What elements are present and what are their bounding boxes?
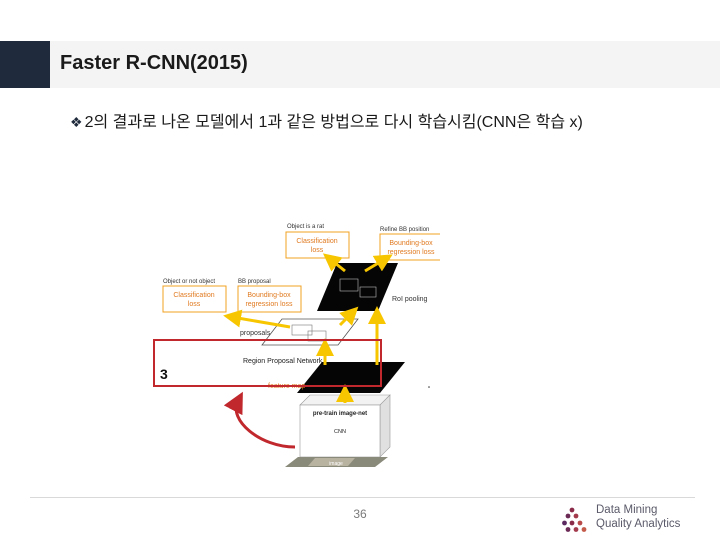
logo-text-line1: Data Mining [596, 504, 658, 516]
bullet-point: ❖2의 결과로 나온 모델에서 1과 같은 방법으로 다시 학습시킴(CNN은 … [70, 108, 583, 132]
logo-dot-8 [573, 527, 579, 532]
arrow-up-proposals-classification [223, 309, 291, 329]
page-number: 36 [353, 507, 367, 521]
logo-dot-9 [581, 527, 587, 532]
footer-divider [30, 497, 695, 498]
top-right-box-line1: Bounding-box [389, 240, 433, 247]
cnn-box-front [299, 404, 381, 458]
mid-bbox-regression-box [237, 285, 302, 313]
logo-dot-2 [565, 513, 571, 519]
logo-text-line2: Quality Analytics [596, 518, 681, 530]
top-right-box-line2: regression loss [387, 249, 435, 256]
top-left-box-line1: Classification [296, 238, 337, 245]
proposals-label: proposals [240, 330, 271, 337]
logo-dot-6 [577, 520, 583, 526]
mid-right-box-line2: regression loss [245, 301, 293, 308]
mid-classification-loss-box [162, 285, 227, 313]
proposal-box-1 [291, 324, 313, 336]
arrow-up-roi-regression [364, 254, 393, 273]
roi-inner-box-2 [359, 286, 377, 298]
logo-dot-5 [569, 520, 575, 526]
dmqa-logo-icon [562, 507, 587, 532]
pretrain-label: pre-train image-net [313, 411, 367, 417]
logo-dot-1 [569, 507, 575, 513]
slide-title: Faster R-CNN(2015) [60, 52, 248, 74]
title-bar [0, 41, 720, 88]
top-classification-loss-box [285, 231, 350, 259]
title-accent-block [0, 41, 50, 88]
step-number: 3 [160, 366, 168, 382]
top-right-caption: Refine BB position [380, 227, 429, 233]
arrow-up-roi-classification [322, 253, 346, 273]
mid-right-caption: BB proposal [238, 279, 271, 285]
logo-dot-4 [562, 520, 567, 526]
highlight-box [153, 339, 382, 387]
roi-pooling-slab [317, 263, 398, 311]
mid-left-box-line2: loss [188, 301, 201, 308]
faster-rcnn-diagram: Object is a rat Refine BB position Class… [162, 224, 440, 467]
top-left-box-line2: loss [311, 247, 324, 254]
top-left-caption: Object is a rat [287, 224, 324, 230]
mid-left-caption: Object or not object [163, 279, 215, 285]
cnn-box-side [379, 394, 391, 458]
cnn-label: CNN [334, 429, 346, 435]
diamond-bullet-icon: ❖ [70, 114, 83, 130]
image-label: image [329, 461, 343, 467]
arrow-up-proposals-regression [338, 306, 359, 327]
top-bbox-regression-box [379, 233, 440, 261]
bullet-text: 2의 결과로 나온 모델에서 1과 같은 방법으로 다시 학습시킴(CNN은 학… [84, 114, 583, 131]
mid-right-box-line1: Bounding-box [247, 292, 291, 299]
roi-inner-box-1 [339, 278, 359, 292]
logo-dot-7 [565, 527, 571, 532]
rpn-label: Region Proposal Network [243, 358, 323, 365]
roi-pooling-label: RoI pooling [392, 296, 428, 303]
input-image-shade [308, 458, 355, 466]
logo-dot-3 [573, 513, 579, 519]
small-dot [428, 386, 430, 388]
curved-retrain-arrow [223, 391, 296, 449]
mid-left-box-line1: Classification [173, 292, 214, 299]
